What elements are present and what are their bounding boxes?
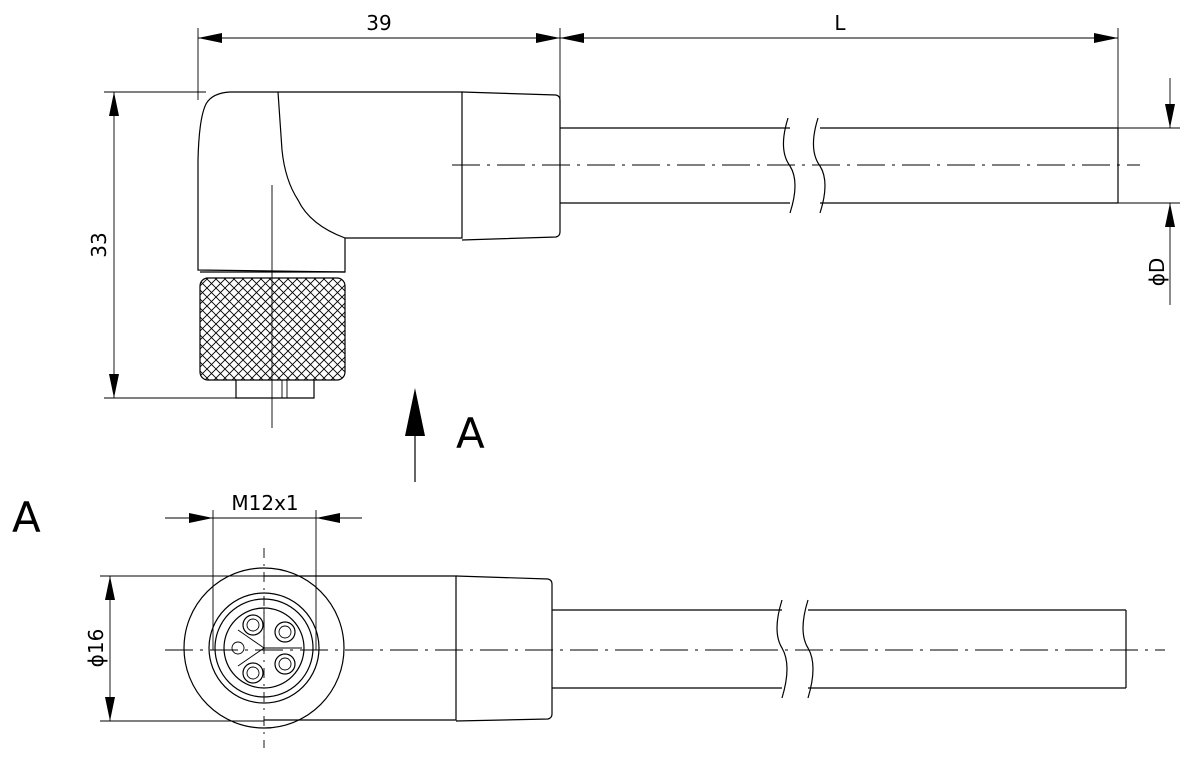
connector-pins xyxy=(235,380,315,399)
housing-contour xyxy=(277,91,346,239)
cable-break-mark xyxy=(782,117,796,214)
dimension-39: 39 xyxy=(197,11,561,100)
housing-body xyxy=(197,91,463,273)
cable-bottom xyxy=(552,599,1127,699)
strain-relief-bottom xyxy=(455,575,553,722)
connector-thread-ring xyxy=(208,592,320,704)
dimension-39-label: 39 xyxy=(366,11,391,35)
dimension-phi-16-label: ϕ16 xyxy=(84,629,108,668)
knurled-nut xyxy=(199,277,346,381)
cable-top xyxy=(560,117,1119,214)
cable-break-mark xyxy=(812,117,826,214)
strain-relief xyxy=(461,91,561,241)
view-a-label: A xyxy=(12,493,41,542)
view-arrow: A xyxy=(405,388,485,482)
dimension-phi-d: ϕD xyxy=(1118,78,1180,305)
housing-bottom xyxy=(264,575,457,721)
dimension-33-label: 33 xyxy=(87,232,111,257)
dimension-l: L xyxy=(560,11,1119,128)
dimension-phi-16: ϕ16 xyxy=(84,575,264,722)
connector-outer-ring xyxy=(183,567,345,729)
view-arrow-label: A xyxy=(456,409,485,458)
connector-contacts xyxy=(231,614,296,684)
dimension-33: 33 xyxy=(87,91,236,399)
dimension-l-label: L xyxy=(834,11,846,35)
side-view: 39 L 33 ϕD xyxy=(87,11,1180,428)
cable-break-mark xyxy=(776,599,788,699)
dimension-phi-d-label: ϕD xyxy=(1145,258,1169,287)
view-a: A xyxy=(12,491,1165,748)
dimension-m12x1: M12x1 xyxy=(165,491,362,650)
dimension-m12x1-label: M12x1 xyxy=(231,491,298,515)
cable-break-mark xyxy=(802,599,814,699)
